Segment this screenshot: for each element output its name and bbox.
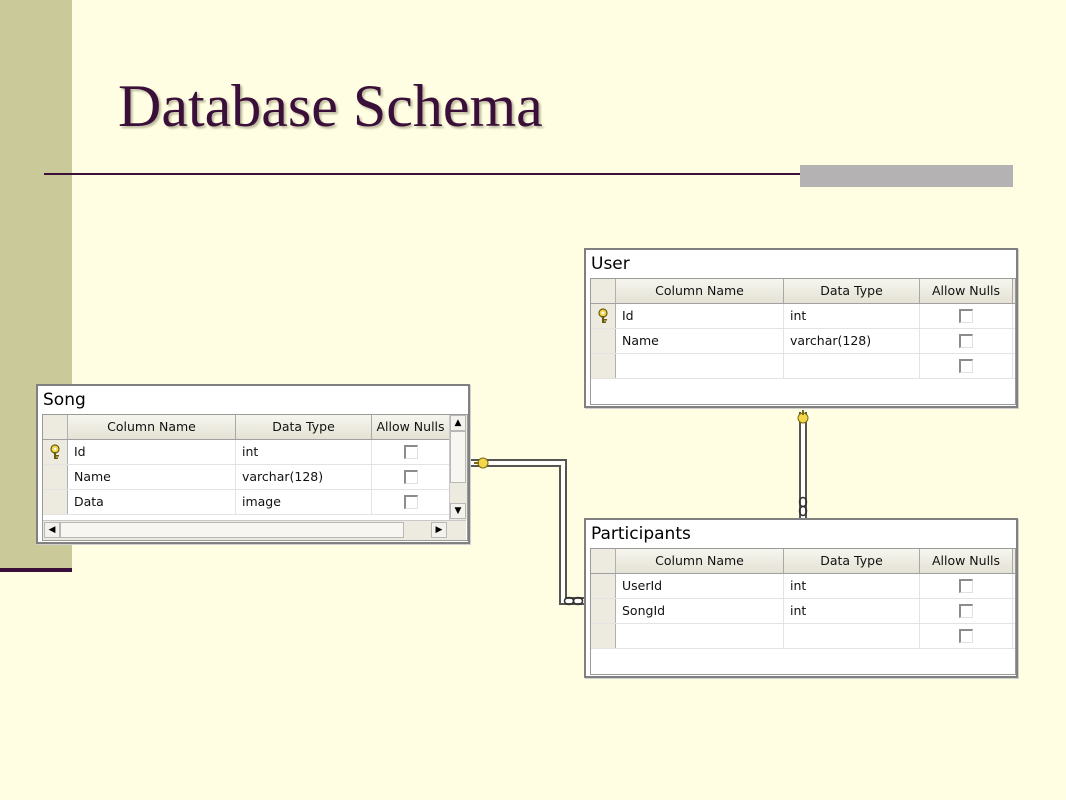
column-name-cell[interactable] xyxy=(616,624,784,648)
table-row[interactable] xyxy=(591,624,1015,649)
allow-nulls-checkbox[interactable] xyxy=(959,629,973,643)
row-selector[interactable] xyxy=(591,329,616,353)
relationship-song-participants[interactable] xyxy=(470,457,584,606)
slide-title: Database Schema xyxy=(118,73,543,139)
infinity-icon xyxy=(798,496,808,517)
scroll-thumb[interactable] xyxy=(450,431,466,483)
allow-nulls-cell xyxy=(920,329,1013,353)
arrow-down-icon[interactable]: ▼ xyxy=(450,503,466,519)
data-type-cell[interactable] xyxy=(784,624,920,648)
allow-nulls-cell xyxy=(372,490,450,514)
table-row[interactable]: UserId int xyxy=(591,574,1015,599)
key-icon xyxy=(797,410,809,424)
column-grid: Column Name Data Type Allow Nulls Id int… xyxy=(42,414,468,541)
allow-nulls-checkbox[interactable] xyxy=(959,359,973,373)
grid-header-row: Column Name Data Type Allow Nulls xyxy=(591,279,1015,304)
allow-nulls-checkbox[interactable] xyxy=(959,579,973,593)
column-name-cell[interactable]: UserId xyxy=(616,574,784,598)
table-title: Participants xyxy=(591,524,691,544)
column-name-cell[interactable]: SongId xyxy=(616,599,784,623)
column-header-name[interactable]: Column Name xyxy=(616,549,784,573)
vertical-scrollbar[interactable]: ▲ ▼ xyxy=(449,415,467,520)
data-type-cell[interactable]: int xyxy=(784,599,920,623)
data-type-cell[interactable]: int xyxy=(236,440,372,464)
allow-nulls-checkbox[interactable] xyxy=(403,445,418,459)
allow-nulls-cell xyxy=(372,465,450,489)
allow-nulls-cell xyxy=(920,599,1013,623)
grid-header-row: Column Name Data Type Allow Nulls xyxy=(591,549,1015,574)
column-header-type[interactable]: Data Type xyxy=(784,549,920,573)
relationship-user-participants[interactable] xyxy=(797,410,809,518)
column-name-cell[interactable]: Name xyxy=(68,465,236,489)
arrow-up-icon[interactable]: ▲ xyxy=(450,415,466,431)
data-type-cell[interactable]: int xyxy=(784,574,920,598)
row-selector xyxy=(591,549,616,573)
allow-nulls-checkbox[interactable] xyxy=(959,604,973,618)
column-grid: Column Name Data Type Allow Nulls UserId… xyxy=(590,548,1016,675)
column-name-cell[interactable]: Name xyxy=(616,329,784,353)
table-row[interactable]: Name varchar(128) xyxy=(591,329,1015,354)
row-selector[interactable] xyxy=(591,624,616,648)
column-header-name[interactable]: Column Name xyxy=(616,279,784,303)
row-selector[interactable] xyxy=(43,465,68,489)
key-icon xyxy=(50,444,60,459)
table-row[interactable]: SongId int xyxy=(591,599,1015,624)
allow-nulls-cell xyxy=(920,574,1013,598)
table-title: User xyxy=(591,254,630,274)
allow-nulls-cell xyxy=(920,354,1013,378)
row-selector[interactable] xyxy=(43,490,68,514)
table-row[interactable]: Id int xyxy=(591,304,1015,329)
row-selector xyxy=(591,279,616,303)
row-selector[interactable] xyxy=(591,304,616,328)
allow-nulls-checkbox[interactable] xyxy=(959,334,973,348)
data-type-cell[interactable] xyxy=(784,354,920,378)
data-type-cell[interactable]: image xyxy=(236,490,372,514)
column-header-nulls[interactable]: Allow Nulls xyxy=(372,415,450,439)
column-name-cell[interactable] xyxy=(616,354,784,378)
row-selector[interactable] xyxy=(591,599,616,623)
arrow-left-icon[interactable]: ◀ xyxy=(44,522,60,538)
column-header-type[interactable]: Data Type xyxy=(784,279,920,303)
key-icon xyxy=(474,457,489,469)
allow-nulls-cell xyxy=(372,440,450,464)
table-row[interactable]: Id int xyxy=(43,440,467,465)
row-selector[interactable] xyxy=(591,354,616,378)
allow-nulls-cell xyxy=(920,624,1013,648)
row-selector[interactable] xyxy=(43,440,68,464)
row-selector xyxy=(43,415,68,439)
title-rule xyxy=(44,173,1012,175)
table-song[interactable]: Song Column Name Data Type Allow Nulls I… xyxy=(36,384,470,544)
column-header-nulls[interactable]: Allow Nulls xyxy=(920,279,1013,303)
arrow-right-icon[interactable]: ▶ xyxy=(431,522,447,538)
column-header-type[interactable]: Data Type xyxy=(236,415,372,439)
data-type-cell[interactable]: varchar(128) xyxy=(236,465,372,489)
data-type-cell[interactable]: varchar(128) xyxy=(784,329,920,353)
data-type-cell[interactable]: int xyxy=(784,304,920,328)
column-name-cell[interactable]: Id xyxy=(616,304,784,328)
allow-nulls-checkbox[interactable] xyxy=(959,309,973,323)
table-title: Song xyxy=(43,390,86,410)
column-name-cell[interactable]: Id xyxy=(68,440,236,464)
column-grid: Column Name Data Type Allow Nulls Id int… xyxy=(590,278,1016,405)
allow-nulls-checkbox[interactable] xyxy=(403,470,418,484)
table-row[interactable]: Name varchar(128) xyxy=(43,465,467,490)
allow-nulls-cell xyxy=(920,304,1013,328)
key-icon xyxy=(598,308,608,323)
grid-header-row: Column Name Data Type Allow Nulls xyxy=(43,415,467,440)
table-row[interactable]: Data image xyxy=(43,490,467,515)
row-selector[interactable] xyxy=(591,574,616,598)
column-name-cell[interactable]: Data xyxy=(68,490,236,514)
table-user[interactable]: User Column Name Data Type Allow Nulls I… xyxy=(584,248,1018,408)
column-header-nulls[interactable]: Allow Nulls xyxy=(920,549,1013,573)
left-accent-bar-foot xyxy=(0,568,72,572)
allow-nulls-checkbox[interactable] xyxy=(403,495,418,509)
table-row[interactable] xyxy=(591,354,1015,379)
scroll-thumb[interactable] xyxy=(60,522,404,538)
title-rule-block xyxy=(800,165,1013,187)
horizontal-scrollbar[interactable]: ◀ ▶ xyxy=(43,520,466,540)
infinity-icon xyxy=(563,596,584,606)
table-participants[interactable]: Participants Column Name Data Type Allow… xyxy=(584,518,1018,678)
column-header-name[interactable]: Column Name xyxy=(68,415,236,439)
